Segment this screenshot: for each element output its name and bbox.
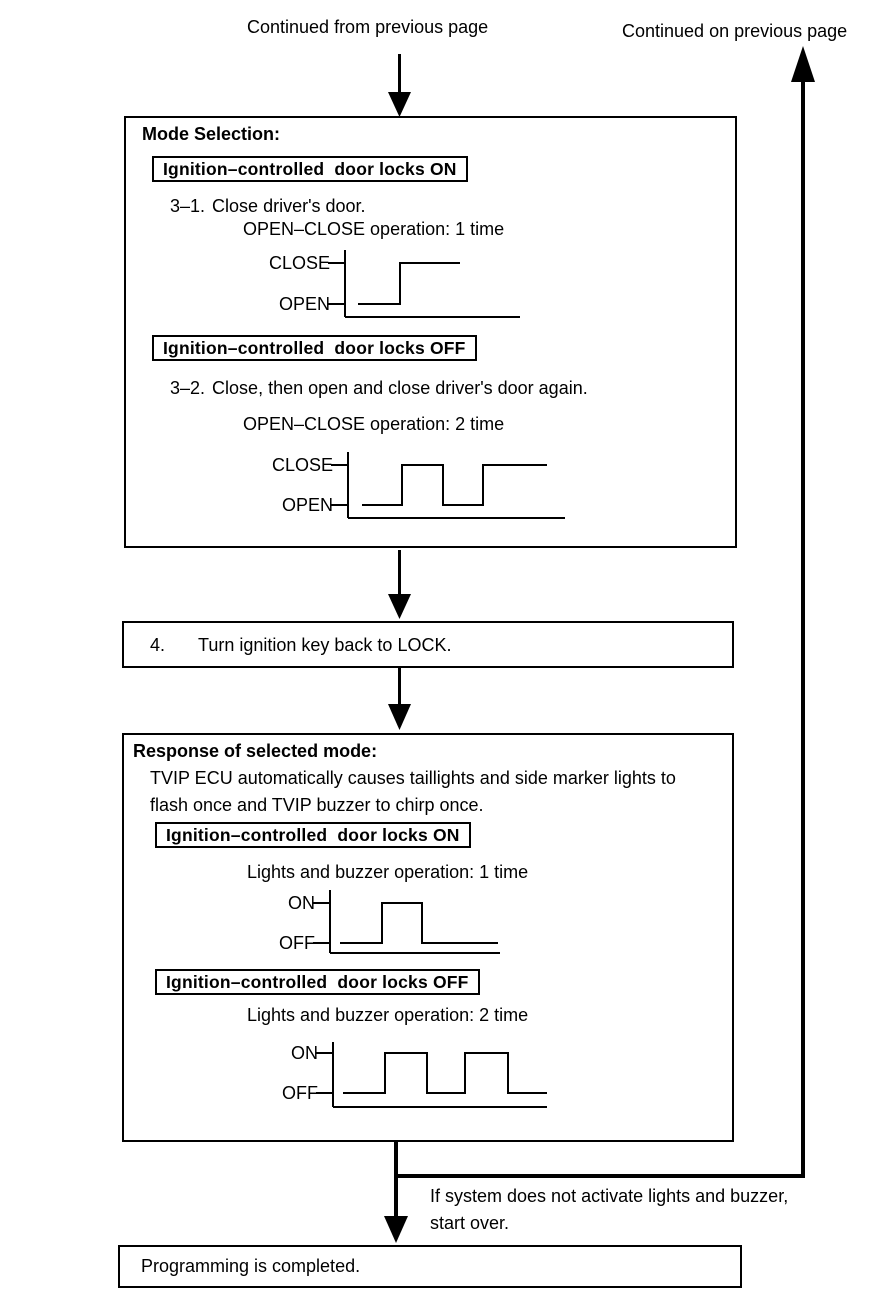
lights-buzzer-2-time-high-label: ON	[291, 1043, 318, 1063]
response-title: Response of selected mode:	[133, 741, 378, 761]
mode-selection-box	[124, 116, 737, 548]
continued-on-label: Continued on previous page	[622, 21, 848, 41]
operation-open-close-1: OPEN–CLOSE operation: 1 time	[243, 219, 505, 239]
continued-from-label: Continued from previous page	[247, 17, 489, 37]
door-open-close-2-time-low-label: OPEN	[281, 495, 333, 515]
flow-arrow-mode-to-step4	[388, 550, 411, 619]
branch-note-line1: If system does not activate lights and b…	[430, 1186, 789, 1206]
final-box	[118, 1245, 742, 1288]
waveform-lights-buzzer-2-time	[316, 1042, 547, 1108]
operation-lights-buzzer-2: Lights and buzzer operation: 2 time	[247, 1005, 529, 1025]
waveform-signal-door-open-close-1-time	[358, 262, 460, 305]
step-3-1-instruction: Close driver's door.	[212, 196, 366, 216]
waveform-layer	[313, 250, 565, 1108]
door-open-close-1-time-low-label: OPEN	[278, 294, 330, 314]
step-3-1: 3–1. Close driver's door.	[170, 196, 366, 216]
waveform-signal-door-open-close-2-time	[362, 464, 547, 506]
step4-box	[122, 621, 734, 668]
waveform-door-open-close-1-time	[328, 250, 520, 318]
branch-note-line2: start over.	[430, 1213, 510, 1233]
step-3-2-instruction: Close, then open and close driver's door…	[212, 378, 588, 398]
operation-open-close-2: OPEN–CLOSE operation: 2 time	[243, 414, 505, 434]
step4-text: Turn ignition key back to LOCK.	[198, 635, 452, 655]
waveform-signal-lights-buzzer-2-time	[343, 1052, 547, 1094]
tag-response-locks-off: Ignition–controlled door locks OFF	[155, 969, 480, 995]
response-box	[122, 733, 734, 1142]
lights-buzzer-2-time-low-label: OFF	[282, 1083, 318, 1103]
waveform-signal-lights-buzzer-1-time	[340, 902, 498, 944]
operation-lights-buzzer-1: Lights and buzzer operation: 1 time	[247, 862, 529, 882]
step4-text-line: 4. Turn ignition key back to LOCK.	[150, 635, 451, 655]
tag-response-locks-on: Ignition–controlled door locks ON	[155, 822, 471, 848]
response-description-line1: TVIP ECU automatically causes taillights…	[150, 768, 676, 788]
step4-number: 4.	[150, 635, 166, 655]
step-3-2-number: 3–2.	[170, 378, 206, 398]
step-3-1-number: 3–1.	[170, 196, 206, 216]
door-open-close-1-time-high-label: CLOSE	[268, 253, 330, 273]
flow-arrow-from-previous	[388, 54, 411, 117]
flow-arrow-response-to-final	[384, 1141, 408, 1243]
lights-buzzer-1-time-high-label: ON	[288, 893, 315, 913]
lights-buzzer-1-time-low-label: OFF	[279, 933, 315, 953]
door-open-close-2-time-high-label: CLOSE	[271, 455, 333, 475]
waveform-door-open-close-2-time	[331, 452, 565, 519]
waveform-lights-buzzer-1-time	[313, 890, 500, 954]
response-description-line2: flash once and TVIP buzzer to chirp once…	[150, 795, 484, 815]
mode-selection-title: Mode Selection:	[142, 124, 281, 144]
tag-door-locks-on: Ignition–controlled door locks ON	[152, 156, 468, 182]
step-3-2: 3–2. Close, then open and close driver's …	[170, 378, 588, 398]
return-arrow-to-previous-page	[791, 46, 815, 1178]
flow-arrow-step4-to-response	[388, 667, 411, 730]
final-box-text: Programming is completed.	[141, 1256, 361, 1276]
tag-door-locks-off: Ignition–controlled door locks OFF	[152, 335, 477, 361]
